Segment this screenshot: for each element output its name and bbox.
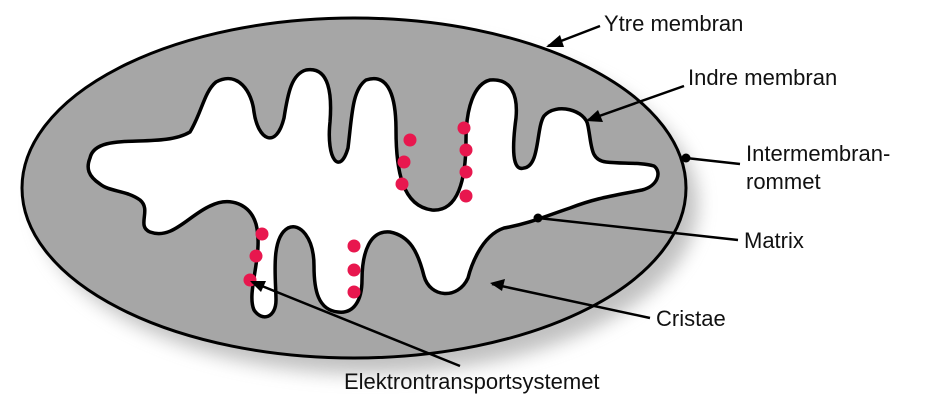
etc-protein [460,144,473,157]
label-inner-membrane: Indre membran [688,65,837,90]
etc-protein [460,190,473,203]
etc-protein [348,264,361,277]
label-cristae: Cristae [656,306,726,331]
etc-protein [398,156,411,169]
etc-protein [396,178,409,191]
etc-protein [458,122,471,135]
etc-protein [348,240,361,253]
etc-protein [250,250,263,263]
leader-intermembrane [686,158,740,164]
label-intermembrane-1: Intermembran- [746,141,890,166]
label-matrix: Matrix [744,228,804,253]
arrowhead-outer-membrane [546,35,564,47]
label-outer-membrane: Ytre membran [604,11,743,36]
label-intermembrane-2: rommet [746,169,821,194]
etc-protein [348,286,361,299]
matrix-dot [534,214,543,223]
label-etc: Elektrontransportsystemet [344,369,600,394]
etc-protein [256,228,269,241]
etc-protein [404,134,417,147]
intermembrane-dot [682,154,691,163]
etc-protein [460,166,473,179]
